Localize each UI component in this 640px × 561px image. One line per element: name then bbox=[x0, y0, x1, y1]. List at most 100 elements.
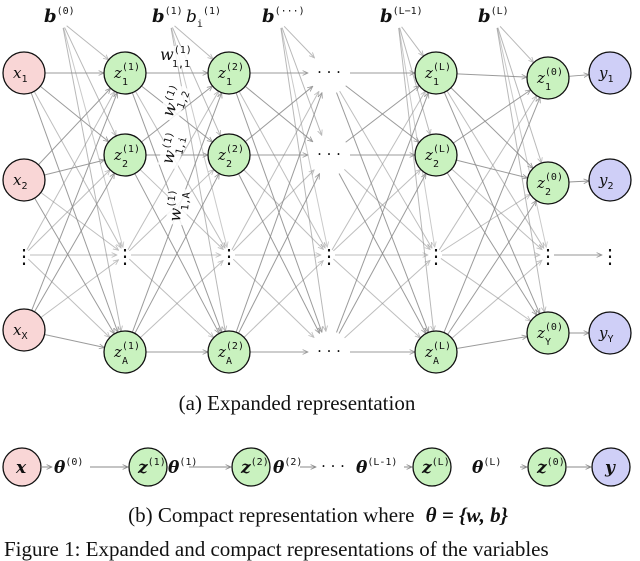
weight-label: w(1)1,i bbox=[158, 129, 190, 170]
bias-label-base: b bbox=[44, 6, 57, 27]
bias-label-base: b bbox=[478, 6, 491, 27]
vdots: ⋮ bbox=[319, 244, 339, 268]
weight-label-sup: (1) bbox=[174, 45, 192, 56]
vdots: ⋮ bbox=[219, 244, 239, 268]
layerL-node-label-base: z bbox=[424, 146, 433, 164]
edge-arrow bbox=[345, 86, 420, 143]
layerL-node-label-sub: 2 bbox=[433, 159, 439, 170]
edge-arrow bbox=[440, 258, 531, 321]
layer1-node: z(1)2 bbox=[103, 133, 147, 177]
input-node-label-sub: 1 bbox=[21, 74, 27, 85]
layerL-node-label: z(L)2 bbox=[424, 144, 451, 170]
bias-edge bbox=[280, 27, 326, 331]
edge-arrow bbox=[129, 258, 213, 338]
weight-label-text: w(1)1,i bbox=[158, 130, 190, 167]
weight-label-base: w bbox=[160, 45, 174, 64]
weight-label-sup: (1) bbox=[161, 130, 176, 150]
input-node-label: xX bbox=[13, 321, 28, 342]
layer2-node-label-base: z bbox=[217, 343, 226, 361]
input-node-label: x1 bbox=[13, 64, 28, 85]
weight-label-bg bbox=[157, 82, 190, 124]
layer2-node: z(2)2 bbox=[207, 133, 251, 177]
layer1-node-label-sup: (1) bbox=[122, 341, 140, 352]
output-node-label-sub: Y bbox=[607, 334, 613, 345]
output-layer-node-label-sub: 2 bbox=[545, 187, 551, 198]
output-layer-node-circle bbox=[526, 161, 570, 205]
theta-label: θ(L) bbox=[472, 457, 501, 478]
output-node-label-sub: 2 bbox=[607, 181, 613, 192]
layerL-node-circle bbox=[414, 133, 458, 177]
edge-arrow bbox=[134, 174, 219, 334]
bias-label-sup: (0) bbox=[57, 6, 75, 17]
input-node-label-base: x bbox=[13, 321, 22, 339]
compact-node: z(1) bbox=[128, 447, 168, 487]
edge-arrow bbox=[134, 90, 225, 248]
bias-label-base: b bbox=[152, 6, 165, 27]
bias-label-sup: (L−1) bbox=[393, 6, 423, 17]
edge-arrow bbox=[344, 260, 431, 339]
output-node: y2 bbox=[588, 158, 632, 202]
compact-node-base: x bbox=[15, 458, 27, 478]
output-node-label: y1 bbox=[598, 64, 614, 85]
layer2-node-label: z(2) A bbox=[217, 341, 244, 367]
bias-extra-base: b bbox=[186, 7, 197, 27]
edge-arrow bbox=[453, 90, 530, 144]
input-node-circle bbox=[2, 158, 46, 202]
compact-node-circle bbox=[591, 447, 631, 487]
bias-edge bbox=[64, 27, 117, 136]
input-node-label: x2 bbox=[13, 171, 28, 192]
edge-arrow bbox=[243, 169, 323, 249]
edge-arrow bbox=[456, 73, 527, 77]
layer2-node-label: z(2)2 bbox=[217, 144, 244, 170]
bias-label-sup: (1) bbox=[165, 6, 183, 17]
output-layer-node: z(0)Y bbox=[526, 311, 570, 355]
layer2-node-label-sub: 2 bbox=[226, 159, 232, 170]
layer1-node-label-sub: 2 bbox=[122, 159, 128, 170]
bias-edge bbox=[499, 26, 534, 62]
theta-label: θ(L-1) bbox=[356, 457, 397, 478]
output-layer-node-label-sup: (0) bbox=[545, 172, 563, 183]
caption-expanded: (a) Expanded representation bbox=[179, 391, 416, 415]
output-edge bbox=[568, 181, 589, 182]
edge-arrow bbox=[344, 168, 430, 249]
output-layer-node-label-sup: (0) bbox=[545, 322, 563, 333]
vdots: ⋮ bbox=[426, 244, 446, 268]
layer2-node-label: z(2)1 bbox=[217, 62, 244, 88]
weight-labels: w(1)1,1w(1)1,2w(1)1,iw(1)1,A bbox=[157, 45, 193, 226]
output-node-label: yY bbox=[598, 324, 614, 345]
bias-label-base: b bbox=[262, 6, 275, 27]
bias-label: b(1) bbox=[152, 6, 183, 27]
layer1-node-label: z(1)2 bbox=[113, 144, 140, 170]
bias-edge bbox=[398, 27, 435, 247]
layer2-node-label-sup: (2) bbox=[226, 144, 244, 155]
output-node-label-base: y bbox=[598, 64, 608, 82]
input-node: x1 bbox=[2, 51, 46, 95]
vdots: ⋮ bbox=[538, 244, 558, 268]
layerL-node-label: z(L)1 bbox=[424, 62, 451, 88]
theta-label: θ(0) bbox=[54, 457, 83, 478]
input-node-circle bbox=[2, 308, 46, 352]
compact-node-circle bbox=[527, 447, 567, 487]
edge-arrow bbox=[456, 337, 528, 349]
input-node-label-base: x bbox=[13, 64, 22, 82]
compact-node-circle bbox=[128, 447, 168, 487]
layerL-node-label: z(L)A bbox=[424, 341, 451, 367]
edge-arrow bbox=[440, 194, 530, 253]
theta-base: θ bbox=[273, 458, 285, 478]
output-node-label-base: y bbox=[598, 324, 608, 342]
edge-arrow bbox=[450, 87, 533, 169]
edge-arrow bbox=[39, 85, 108, 142]
bias-edge bbox=[496, 27, 545, 312]
edge-arrow bbox=[333, 169, 420, 252]
bias-edge bbox=[280, 27, 327, 247]
vdots: ⋮ bbox=[600, 244, 620, 268]
bias-label-extra: bi(1) bbox=[186, 6, 221, 30]
layerL-node-circle bbox=[414, 51, 458, 95]
theta-base: θ bbox=[356, 458, 368, 478]
layer2-node-label-sup: (2) bbox=[226, 341, 244, 352]
compact-node: z(2) bbox=[231, 447, 271, 487]
edge-arrow bbox=[447, 201, 537, 335]
bias-labels: b(0)b(1)b(···)b(L−1)b(L)bi(1) bbox=[44, 6, 509, 30]
layer2-node-label-sub: A bbox=[226, 356, 232, 367]
